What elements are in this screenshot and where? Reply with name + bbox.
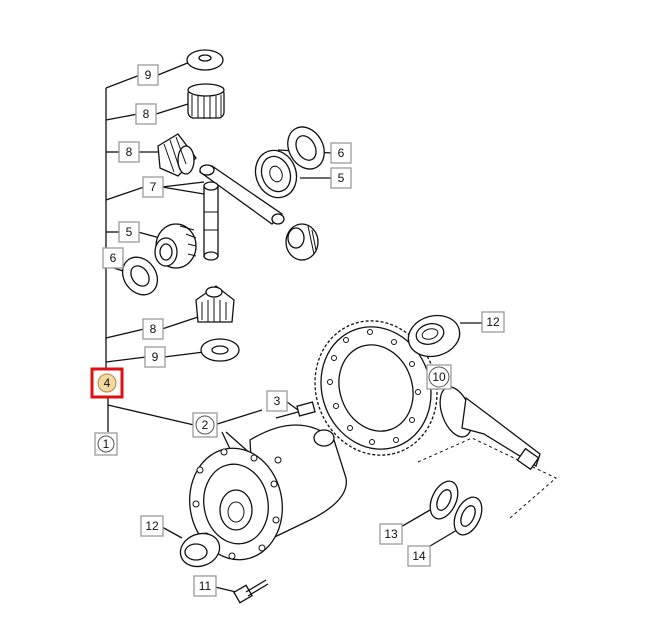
svg-text:3: 3: [274, 394, 281, 408]
svg-text:2: 2: [202, 418, 209, 432]
bearing-cup-right: [407, 314, 461, 358]
callout-8-lower[interactable]: 8: [142, 318, 164, 340]
svg-text:6: 6: [338, 146, 345, 160]
callout-6-left[interactable]: 6: [102, 247, 124, 269]
callout-2[interactable]: 2: [192, 412, 218, 438]
svg-text:6: 6: [110, 251, 117, 265]
thrust-washer-lower: [200, 338, 240, 362]
svg-text:10: 10: [432, 370, 446, 384]
callout-8-upper[interactable]: 8: [135, 103, 157, 125]
side-gear-left: [154, 223, 197, 269]
drive-pinion-shaft: [439, 386, 541, 471]
bolt-3: [275, 401, 316, 419]
pinion-gear-right-lower: [285, 223, 319, 261]
callout-14[interactable]: 14: [407, 545, 431, 567]
thrust-washer-right: [287, 126, 325, 170]
svg-text:9: 9: [145, 68, 152, 82]
bolt-11: [233, 579, 269, 604]
svg-text:5: 5: [338, 171, 345, 185]
callout-13[interactable]: 13: [379, 523, 403, 545]
svg-text:8: 8: [150, 322, 157, 336]
callout-1-circle: [97, 435, 115, 453]
ring-gear: [314, 320, 438, 456]
pinion-gear-upper: [187, 83, 225, 119]
pinion-gear-left: [157, 133, 197, 177]
callout-6-right[interactable]: 6: [330, 142, 352, 164]
pinion-bearing: [429, 480, 459, 520]
svg-text:4: 4: [104, 376, 111, 390]
svg-text:12: 12: [145, 519, 159, 533]
callout-10[interactable]: 10: [426, 364, 452, 390]
callout-4-badge: [97, 373, 117, 393]
callout-5-left[interactable]: 5: [118, 221, 140, 243]
callout-9-top[interactable]: 9: [137, 64, 159, 86]
svg-text:8: 8: [143, 107, 150, 121]
differential-case: [189, 424, 347, 561]
callout-3[interactable]: 3: [266, 390, 288, 412]
thrust-washer-left: [121, 256, 159, 296]
callout-12-right[interactable]: 12: [481, 311, 505, 333]
svg-text:12: 12: [486, 315, 500, 329]
bearing-cup-left: [179, 532, 221, 568]
svg-text:7: 7: [150, 180, 157, 194]
pinion-seal: [453, 496, 483, 536]
dashed-group-outline: [417, 437, 557, 519]
callout-11[interactable]: 11: [193, 575, 217, 597]
svg-text:5: 5: [126, 225, 133, 239]
callout-2-circle: [195, 415, 215, 435]
callout-9-lower[interactable]: 9: [144, 346, 166, 368]
callout-7[interactable]: 7: [142, 176, 164, 198]
svg-text:1: 1: [103, 437, 110, 451]
spider-cross-shaft: [198, 164, 285, 261]
svg-text:14: 14: [412, 549, 426, 563]
callout-5-right[interactable]: 5: [330, 167, 352, 189]
pinion-gear-lower: [195, 285, 235, 323]
svg-text:11: 11: [199, 579, 212, 593]
callout-10-circle: [428, 366, 450, 388]
callout-4-highlighted[interactable]: 4: [90, 367, 124, 399]
svg-text:8: 8: [126, 145, 133, 159]
callout-8-left[interactable]: 8: [118, 141, 140, 163]
side-gear-right: [254, 149, 298, 199]
svg-text:13: 13: [384, 527, 398, 541]
svg-text:9: 9: [152, 350, 159, 364]
callout-1[interactable]: 1: [94, 432, 118, 456]
thrust-washer-top: [186, 49, 224, 71]
callout-12-left[interactable]: 12: [140, 515, 164, 537]
